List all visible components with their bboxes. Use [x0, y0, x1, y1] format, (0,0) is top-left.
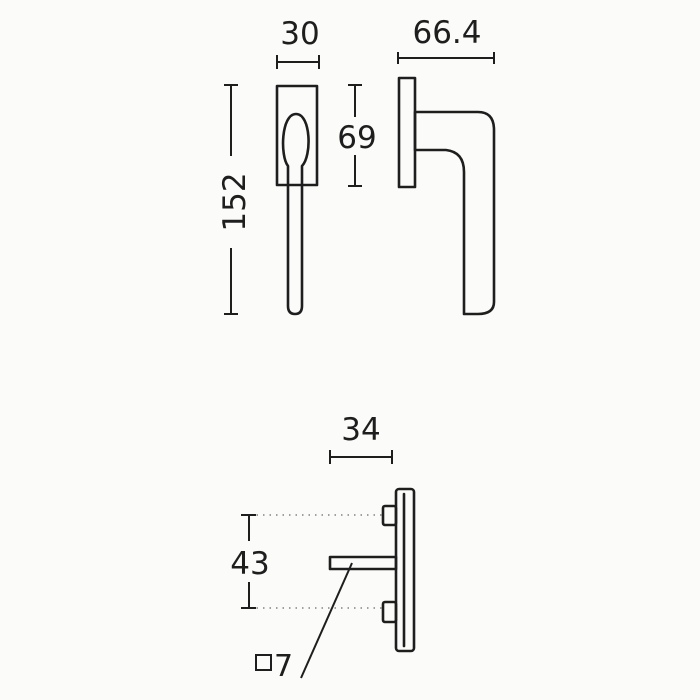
- dim-label-screw-spacing: 43: [230, 546, 269, 582]
- dimension-66-4: 66.4: [397, 15, 495, 64]
- dimension-152: 152: [217, 84, 253, 315]
- upper-screw: [381, 504, 398, 527]
- front-view: [275, 84, 319, 316]
- dim-label-handle-projection: 66.4: [412, 15, 481, 51]
- dimension-43: 43: [230, 514, 270, 609]
- lower-screw: [381, 600, 398, 624]
- dim-label-side-depth: 34: [341, 412, 380, 448]
- dimension-34: 34: [329, 412, 393, 464]
- dimension-30: 30: [276, 16, 320, 69]
- side-view: [397, 76, 496, 316]
- spindle-size-label: 7: [255, 649, 293, 684]
- dim-label-handle-length: 152: [217, 172, 253, 231]
- fixing-view: [250, 487, 416, 679]
- spindle: [328, 555, 398, 571]
- front-rose-plate: [275, 84, 319, 187]
- dim-label-spindle-size: 7: [274, 649, 293, 684]
- side-rose-plate: [397, 76, 417, 189]
- dim-label-rose-height: 69: [337, 120, 376, 156]
- dim-label-rose-width: 30: [280, 16, 319, 52]
- square-icon: [255, 654, 272, 671]
- side-handle-lever: [413, 110, 496, 316]
- dimension-69: 69: [337, 84, 377, 187]
- front-handle-lever: [281, 112, 310, 316]
- spindle-leader-line: [300, 562, 353, 679]
